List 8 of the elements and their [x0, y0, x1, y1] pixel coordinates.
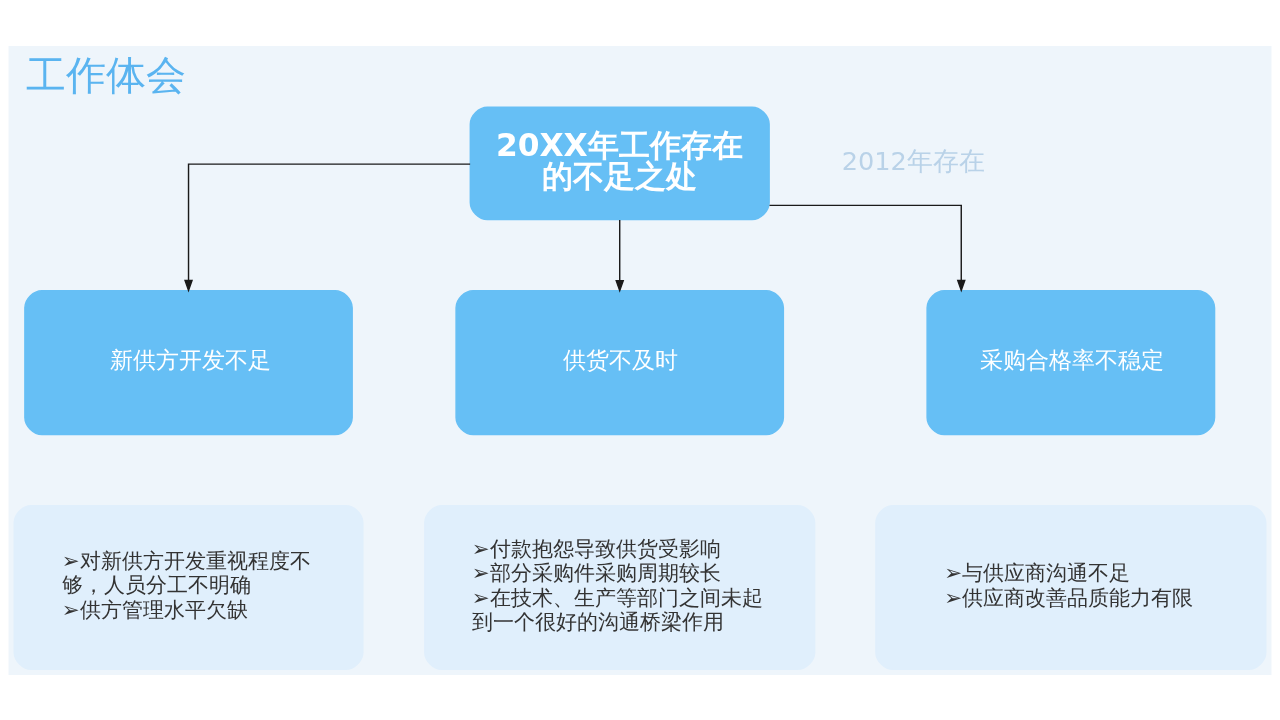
node-box: 20XX年工作存在的不足之处 — [469, 106, 770, 220]
arrow — [768, 204, 966, 293]
arrow — [184, 162, 471, 293]
arrow — [615, 218, 625, 293]
node-box: 新供方开发不足 — [24, 289, 353, 435]
diagram-title: 工作体会 — [25, 51, 186, 98]
node-box: 供货不及时 — [455, 289, 785, 435]
node-box: 采购合格率不稳定 — [926, 289, 1216, 435]
